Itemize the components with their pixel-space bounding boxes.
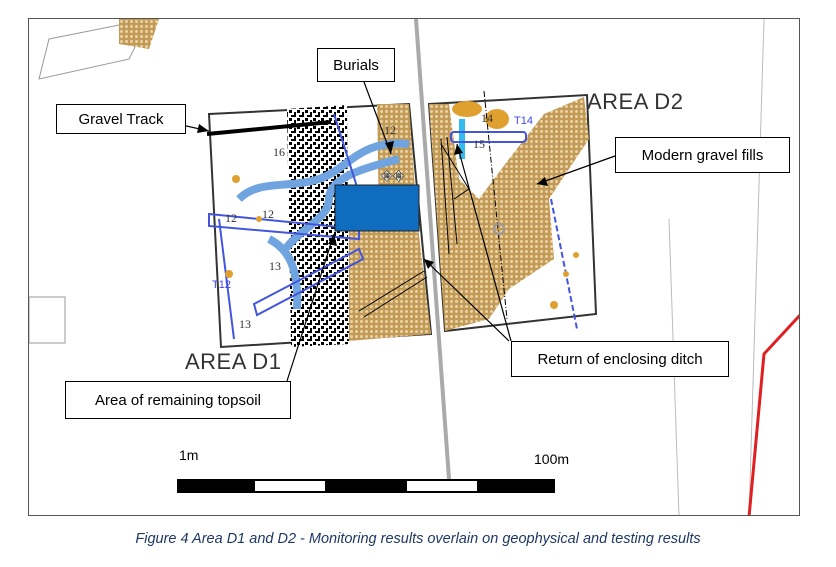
ditch-feature bbox=[236, 139, 410, 203]
background-feature bbox=[29, 296, 66, 344]
gravel-patch bbox=[119, 19, 159, 49]
map-label: 15 bbox=[473, 137, 485, 151]
figure-caption: Figure 4 Area D1 and D2 - Monitoring res… bbox=[135, 531, 701, 547]
map-label: 16 bbox=[273, 145, 285, 159]
scale-end-label: 100m bbox=[534, 451, 570, 467]
map-label: 13 bbox=[239, 317, 251, 331]
map-label: 13 bbox=[269, 259, 281, 273]
map-label: 14 bbox=[481, 111, 493, 125]
callout-modern-gravel-fills: Modern gravel fills bbox=[615, 137, 790, 173]
callout-gravel-track: Gravel Track bbox=[56, 104, 186, 134]
boundary-line bbox=[748, 19, 765, 515]
area-d1-label: AREA D1 bbox=[185, 349, 282, 374]
map-label: 12 bbox=[225, 211, 237, 225]
road-line bbox=[414, 19, 451, 480]
map-label: 12 bbox=[384, 123, 396, 137]
gravel-fill-d1 bbox=[349, 219, 431, 341]
map-label: 12 bbox=[262, 207, 274, 221]
callout-area-of-remaining-topsoil: Area of remaining topsoil bbox=[65, 381, 291, 419]
callout-arrows bbox=[158, 81, 616, 382]
trench-t12-b bbox=[252, 247, 365, 317]
gravel-fill-d2 bbox=[429, 97, 589, 331]
trench-label: T14 bbox=[514, 115, 533, 127]
callout-burials: Burials bbox=[317, 48, 395, 82]
red-boundary bbox=[747, 313, 799, 515]
callout-return-of-enclosing-ditch: Return of enclosing ditch bbox=[511, 341, 729, 377]
topsoil-area bbox=[287, 105, 349, 347]
arrow-heads bbox=[197, 124, 548, 269]
scale-start-label: 1m bbox=[179, 447, 199, 463]
trench-label: T12 bbox=[212, 279, 231, 291]
scale-bar bbox=[177, 479, 555, 493]
area-d2-label: AREA D2 bbox=[587, 89, 684, 114]
trench-t12-a bbox=[208, 212, 360, 241]
map-drawing: ✥✥ bbox=[29, 19, 799, 515]
figure-map: ✥✥ bbox=[28, 18, 800, 516]
gravel-track-line bbox=[206, 120, 332, 136]
burials-box bbox=[334, 184, 420, 232]
svg-text:✥✥: ✥✥ bbox=[381, 168, 405, 184]
background-feature bbox=[38, 19, 150, 80]
